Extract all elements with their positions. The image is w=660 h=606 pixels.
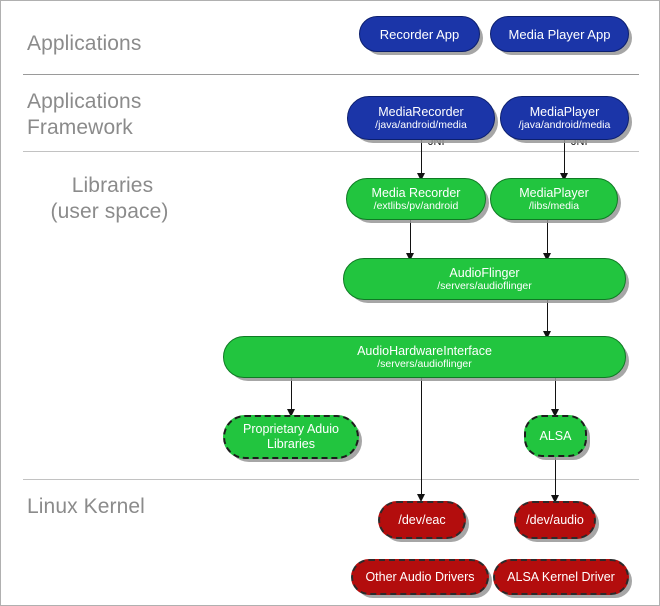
layer-label-applications: Applications	[27, 32, 142, 55]
arrowhead-audioflinger-left	[405, 253, 414, 261]
arrowhead-mediaplayer-lib	[559, 173, 568, 181]
edge-mediarecorder-to-media-recorder-lib	[421, 139, 422, 179]
divider-framework	[23, 151, 639, 152]
layer-label-linux-kernel: Linux Kernel	[27, 495, 145, 518]
arrowhead-audioflinger-right	[542, 253, 551, 261]
node-subtitle: /extlibs/pv/android	[373, 200, 459, 212]
arrowhead-dev-audio	[550, 495, 559, 503]
node-dev-eac[interactable]: /dev/eac	[378, 501, 466, 539]
node-title: MediaPlayer	[529, 105, 600, 119]
edge-audioflinger-to-audiohardwareinterface	[547, 299, 548, 337]
edge-ahi-to-proprietary-libraries	[291, 376, 292, 414]
layer-label-libraries: Libraries (user space)	[50, 174, 169, 223]
node-title: /dev/eac	[398, 512, 446, 527]
node-audioflinger[interactable]: AudioFlinger /servers/audioflinger	[343, 258, 626, 300]
edge-ahi-to-alsa	[555, 376, 556, 414]
node-subtitle: /java/android/media	[518, 119, 611, 131]
node-media-player-app[interactable]: Media Player App	[490, 16, 629, 52]
edge-ahi-to-dev-eac	[421, 376, 422, 498]
node-title: /dev/audio	[526, 512, 584, 527]
node-title: ALSA	[539, 428, 572, 443]
edge-alsa-to-dev-audio	[555, 457, 556, 499]
node-title: Media Recorder	[371, 186, 461, 200]
node-subtitle: /java/android/media	[375, 119, 467, 131]
edge-mediaplayer-to-mediaplayer-lib	[564, 139, 565, 179]
arrowhead-alsa	[550, 409, 559, 417]
node-proprietary-audio-libraries[interactable]: Proprietary Aduio Libraries	[223, 415, 359, 459]
node-mediarecorder-framework[interactable]: MediaRecorder /java/android/media	[347, 96, 495, 140]
node-title: Recorder App	[379, 26, 460, 42]
node-alsa[interactable]: ALSA	[524, 415, 587, 457]
node-audiohardwareinterface[interactable]: AudioHardwareInterface /servers/audiofli…	[223, 336, 626, 378]
node-subtitle: /servers/audioflinger	[437, 280, 532, 292]
node-dev-audio[interactable]: /dev/audio	[514, 501, 596, 539]
node-title: ALSA Kernel Driver	[507, 569, 615, 584]
arrowhead-dev-eac	[416, 494, 425, 502]
node-subtitle: /libs/media	[528, 200, 580, 212]
node-title: MediaRecorder	[378, 105, 464, 119]
node-title: MediaPlayer	[519, 186, 589, 200]
node-title: AudioHardwareInterface	[357, 344, 492, 358]
node-mediaplayer-framework[interactable]: MediaPlayer /java/android/media	[500, 96, 629, 140]
node-title: Proprietary Aduio Libraries	[243, 422, 339, 451]
node-alsa-kernel-driver[interactable]: ALSA Kernel Driver	[493, 559, 629, 595]
node-title: AudioFlinger	[449, 266, 520, 280]
node-title: Media Player App	[508, 26, 611, 42]
divider-libraries	[23, 479, 639, 480]
node-recorder-app[interactable]: Recorder App	[359, 16, 480, 52]
node-mediaplayer-lib[interactable]: MediaPlayer /libs/media	[490, 178, 618, 220]
edge-media-recorder-lib-to-audioflinger	[410, 219, 411, 259]
node-other-audio-drivers[interactable]: Other Audio Drivers	[351, 559, 489, 595]
divider-applications	[23, 74, 639, 75]
arrowhead-proprietary-libraries	[286, 409, 295, 417]
node-subtitle: /servers/audioflinger	[377, 358, 472, 370]
node-media-recorder-lib[interactable]: Media Recorder /extlibs/pv/android	[346, 178, 486, 220]
arrowhead-media-recorder-lib	[416, 173, 425, 181]
edge-mediaplayer-lib-to-audioflinger	[547, 219, 548, 259]
node-title: Other Audio Drivers	[365, 569, 475, 584]
layer-label-applications-framework: Applications Framework	[27, 90, 142, 139]
arrowhead-audiohardwareinterface	[542, 331, 551, 339]
